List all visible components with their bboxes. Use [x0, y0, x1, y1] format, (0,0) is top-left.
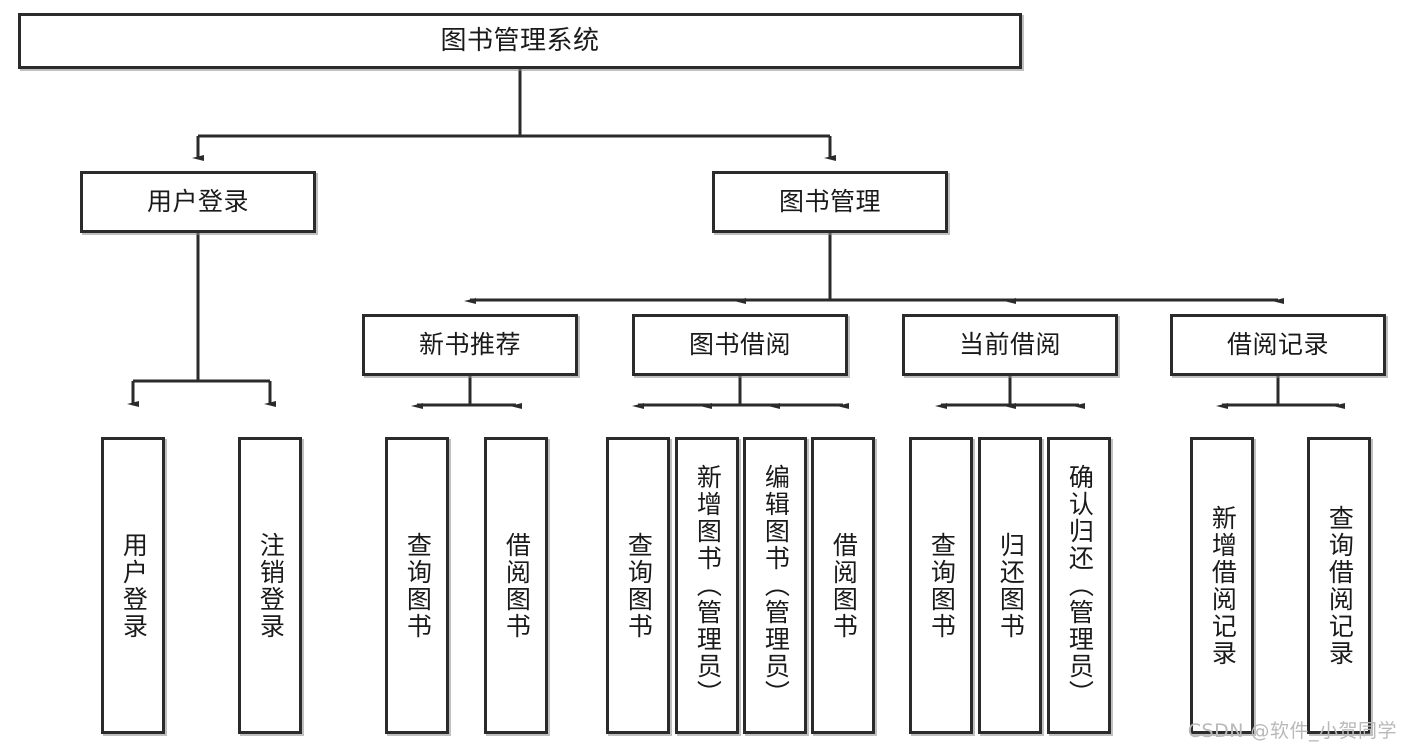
node-current-borrow[interactable]: 当前借阅 — [902, 314, 1118, 376]
leaf-current-borrow-query-books[interactable]: 查询图书 — [909, 437, 973, 734]
node-label: 归还图书 — [996, 531, 1026, 640]
node-label: 查询图书 — [927, 531, 957, 640]
node-label: 借阅记录 — [1226, 330, 1329, 360]
node-label: 查询图书 — [403, 531, 433, 640]
node-label: 用户登录 — [119, 531, 149, 640]
node-label: 编辑图书（管理员） — [761, 464, 791, 707]
node-user-login[interactable]: 用户登录 — [80, 171, 316, 233]
node-book-management[interactable]: 图书管理 — [712, 171, 948, 233]
node-label: 图书借阅 — [688, 330, 791, 360]
leaf-user-login-login[interactable]: 用户登录 — [101, 437, 165, 734]
node-label: 查询借阅记录 — [1325, 504, 1355, 667]
leaf-borrow-record-query-record[interactable]: 查询借阅记录 — [1307, 437, 1371, 734]
leaf-new-book-query-books[interactable]: 查询图书 — [385, 437, 449, 734]
node-label: 借阅图书 — [502, 531, 532, 640]
node-label: 新增借阅记录 — [1208, 504, 1238, 667]
leaf-new-book-borrow-books[interactable]: 借阅图书 — [484, 437, 548, 734]
leaf-borrow-record-add-record[interactable]: 新增借阅记录 — [1190, 437, 1254, 734]
leaf-current-borrow-confirm-return-admin[interactable]: 确认归还（管理员） — [1047, 437, 1111, 734]
leaf-user-login-logout[interactable]: 注销登录 — [238, 437, 302, 734]
leaf-book-borrow-edit-book-admin[interactable]: 编辑图书（管理员） — [743, 437, 807, 734]
node-label: 新书推荐 — [418, 330, 521, 360]
node-borrow-record[interactable]: 借阅记录 — [1170, 314, 1386, 376]
node-root-book-management-system[interactable]: 图书管理系统 — [18, 13, 1022, 69]
node-label: 用户登录 — [146, 187, 249, 217]
node-label: 当前借阅 — [958, 330, 1061, 360]
leaf-book-borrow-borrow-books[interactable]: 借阅图书 — [811, 437, 875, 734]
node-label: 确认归还（管理员） — [1065, 464, 1095, 707]
node-label: 查询图书 — [624, 531, 654, 640]
node-label: 新增图书（管理员） — [693, 464, 723, 707]
leaf-current-borrow-return-books[interactable]: 归还图书 — [978, 437, 1042, 734]
node-new-book-recommend[interactable]: 新书推荐 — [362, 314, 578, 376]
leaf-book-borrow-query-books[interactable]: 查询图书 — [606, 437, 670, 734]
node-label: 借阅图书 — [829, 531, 859, 640]
node-book-borrow[interactable]: 图书借阅 — [632, 314, 848, 376]
node-label: 注销登录 — [256, 531, 286, 640]
node-label: 图书管理系统 — [440, 25, 600, 56]
leaf-book-borrow-add-book-admin[interactable]: 新增图书（管理员） — [675, 437, 739, 734]
node-label: 图书管理 — [778, 187, 881, 217]
